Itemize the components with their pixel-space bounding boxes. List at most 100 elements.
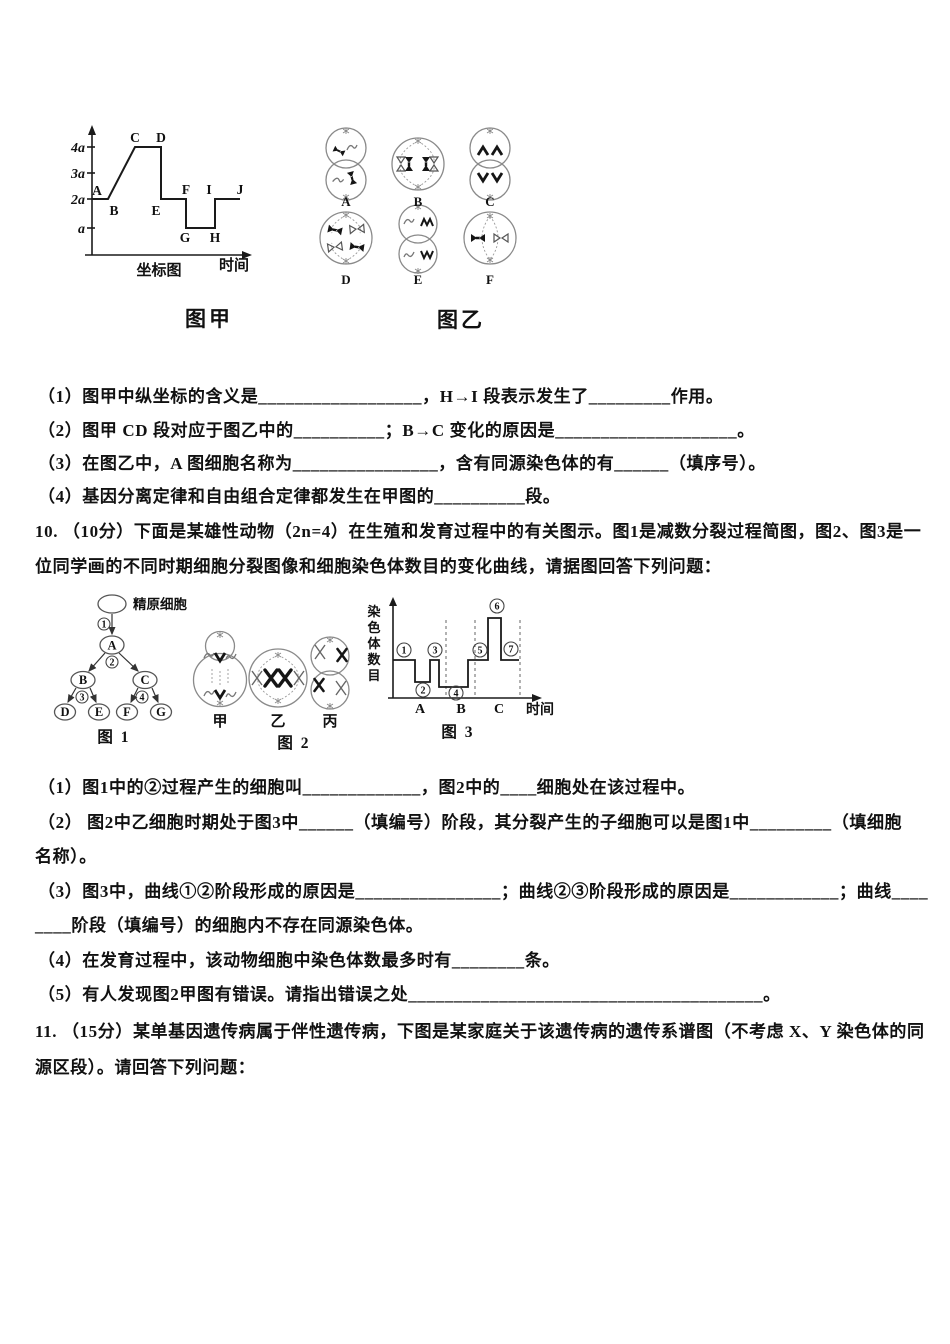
x-axis-arrow [242, 251, 252, 259]
stage-label: B [456, 702, 465, 717]
cell-node-label: C [140, 673, 149, 687]
question-line: （1）图1中的②过程产生的细胞叫_____________，图2中的____细胞… [38, 778, 696, 797]
figure-3-chart: 染 色 体 数 目 1 2 3 4 5 6 7 A B C 时间 图 3 [366, 597, 554, 741]
stage-label: C [494, 702, 504, 717]
cell-bing-diagram [310, 636, 350, 710]
figure-1-tree: 精原细胞 1 A 2 B C 3 4 D E F G 图 1 [53, 594, 187, 746]
svg-text:4: 4 [454, 689, 459, 700]
x-axis-arrow [532, 694, 542, 702]
process-number: 2 [110, 658, 115, 669]
cell-node [53, 703, 77, 721]
svg-text:1: 1 [402, 646, 407, 657]
stage-dividers [445, 620, 521, 698]
question-line: （1）图甲中纵坐标的含义是__________________，H→I 段表示发… [38, 387, 724, 406]
y-axis-arrow [88, 125, 96, 135]
cell-A-diagram [325, 127, 367, 201]
point-label: E [151, 203, 160, 218]
x-axis-label: 时间 [219, 256, 249, 274]
svg-text:6: 6 [495, 602, 500, 613]
svg-text:体: 体 [367, 636, 381, 651]
figure-2-cells: 甲 乙 丙 图 2 [192, 630, 350, 752]
figure-jia-chart: 4a 3a 2a a A B C D E F G H I J 坐标图 时间 [70, 125, 252, 279]
question-line: （3）在图乙中，A 图细胞名称为________________，含有同源染色体… [38, 454, 766, 473]
point-label: D [156, 130, 166, 145]
cell-label: C [485, 194, 494, 209]
process-number: 4 [140, 693, 145, 704]
plot-title: 坐标图 [136, 261, 181, 279]
curve-marks: 1 2 3 4 5 6 7 [396, 598, 519, 701]
cell-C-diagram [469, 127, 511, 201]
point-label: J [237, 182, 244, 197]
question-line: （2） 图2中乙细胞时期处于图3中______（填编号）阶段，其分裂产生的子细胞… [38, 813, 903, 832]
question-line: ____阶段（填编号）的细胞内不存在同源染色体。 [35, 916, 424, 935]
cell-yi-diagram [248, 648, 308, 708]
point-label: I [206, 182, 211, 197]
figure-yi-caption: 图乙 [437, 308, 485, 332]
cell-label: F [486, 272, 494, 287]
cell-node [115, 703, 139, 721]
point-label: C [130, 130, 140, 145]
cell-D-diagram [319, 211, 373, 265]
question-line: （4）在发育过程中，该动物细胞中染色体数最多时有________条。 [38, 951, 560, 970]
cell-label: B [414, 194, 423, 209]
svg-text:3: 3 [433, 646, 438, 657]
cell-node [87, 703, 111, 721]
cell-label: 乙 [270, 714, 285, 730]
cell-label: 甲 [212, 713, 227, 730]
process-number: 1 [102, 620, 107, 631]
figure-3-caption: 图 3 [441, 723, 474, 741]
cell-node [99, 635, 125, 655]
cell-node-label: F [123, 705, 131, 719]
svg-text:7: 7 [509, 645, 514, 656]
y-tick-label: a [78, 222, 85, 237]
cell-node-label: A [107, 639, 116, 653]
parent-cell-label: 精原细胞 [133, 596, 187, 612]
x-axis-label: 时间 [526, 701, 554, 718]
cell-F-diagram [463, 211, 517, 265]
cell-B-diagram [391, 137, 445, 191]
figure-yi-cells: A B C D E F [319, 127, 517, 287]
figure-1-caption: 图 1 [97, 728, 130, 746]
cell-label: 丙 [322, 713, 337, 730]
question-line: （3）图3中，曲线①②阶段形成的原因是________________；曲线②③… [38, 882, 929, 901]
cell-E-diagram [398, 203, 438, 275]
process-number: 3 [80, 693, 85, 704]
cell-node-label: D [60, 705, 69, 719]
cell-label: D [341, 272, 350, 287]
question-line: （2）图甲 CD 段对应于图乙中的__________；B→C 变化的原因是__… [38, 421, 755, 440]
svg-text:染: 染 [366, 604, 381, 619]
question-line: （5）有人发现图2甲图有错误。请指出错误之处__________________… [38, 985, 781, 1004]
question-line: 源区段）。请回答下列问题： [35, 1058, 256, 1077]
stage-label: A [415, 702, 426, 717]
point-label: H [210, 230, 221, 245]
chromosome-count-line [393, 617, 519, 688]
question-line: 11. （15分）某单基因遗传病属于伴性遗传病，下图是某家庭关于该遗传病的遗传系… [35, 1022, 925, 1041]
cell-node [132, 670, 158, 690]
cell-node-label: B [79, 673, 87, 687]
svg-text:目: 目 [367, 668, 380, 683]
question-line: 名称）。 [35, 847, 97, 866]
y-axis-label: 染 色 体 数 目 [366, 604, 381, 683]
figure-jia-caption: 图甲 [185, 307, 233, 331]
point-label: G [180, 230, 191, 245]
cell-node-label: E [95, 705, 103, 719]
svg-text:5: 5 [478, 646, 483, 657]
cell-node [149, 703, 173, 721]
svg-text:数: 数 [367, 652, 381, 667]
svg-text:2: 2 [421, 686, 426, 697]
cell-node-label: G [156, 705, 166, 719]
point-label: B [109, 203, 118, 218]
question-line: 位同学画的不同时期细胞分裂图像和细胞染色体数目的变化曲线，请据图回答下列问题： [35, 557, 722, 576]
y-tick-label: 4a [70, 141, 85, 156]
cell-jia-diagram [192, 630, 248, 708]
cell-label: E [414, 272, 423, 287]
question-line: （4）基因分离定律和自由组合定律都发生在甲图的__________段。 [38, 487, 561, 506]
question-line: 10. （10分）下面是某雄性动物（2n=4）在生殖和发育过程中的有关图示。图1… [35, 522, 922, 541]
point-label: F [182, 182, 190, 197]
y-tick-label: 2a [70, 193, 85, 208]
svg-text:色: 色 [367, 620, 380, 635]
point-label: A [92, 183, 102, 198]
y-axis-arrow [389, 597, 397, 606]
parent-cell [97, 594, 127, 614]
